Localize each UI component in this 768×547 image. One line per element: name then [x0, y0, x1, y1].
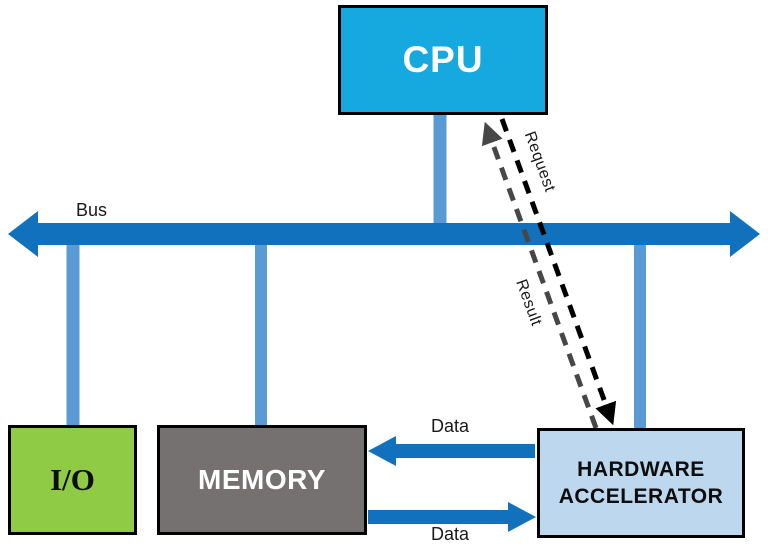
- data-to-accelerator-arrow: [368, 502, 536, 532]
- accelerator-label-line1: HARDWARE: [577, 457, 705, 481]
- data-to-memory-arrow: [368, 436, 535, 466]
- io-label: I/O: [50, 462, 95, 497]
- accelerator-block: HARDWARE ACCELERATOR: [537, 428, 745, 538]
- data-top-label: Data: [430, 416, 470, 436]
- cpu-label: CPU: [402, 39, 484, 80]
- accelerator-label-line2: ACCELERATOR: [558, 485, 724, 508]
- memory-label: MEMORY: [198, 464, 326, 495]
- memory-block: MEMORY: [157, 425, 367, 535]
- io-block: I/O: [8, 425, 137, 535]
- data-bottom-label: Data: [430, 524, 470, 544]
- result-line: [481, 121, 599, 429]
- request-line: [499, 118, 617, 426]
- bus-label: Bus: [76, 200, 108, 220]
- bus-arrow: [8, 211, 760, 257]
- cpu-block: CPU: [338, 5, 548, 115]
